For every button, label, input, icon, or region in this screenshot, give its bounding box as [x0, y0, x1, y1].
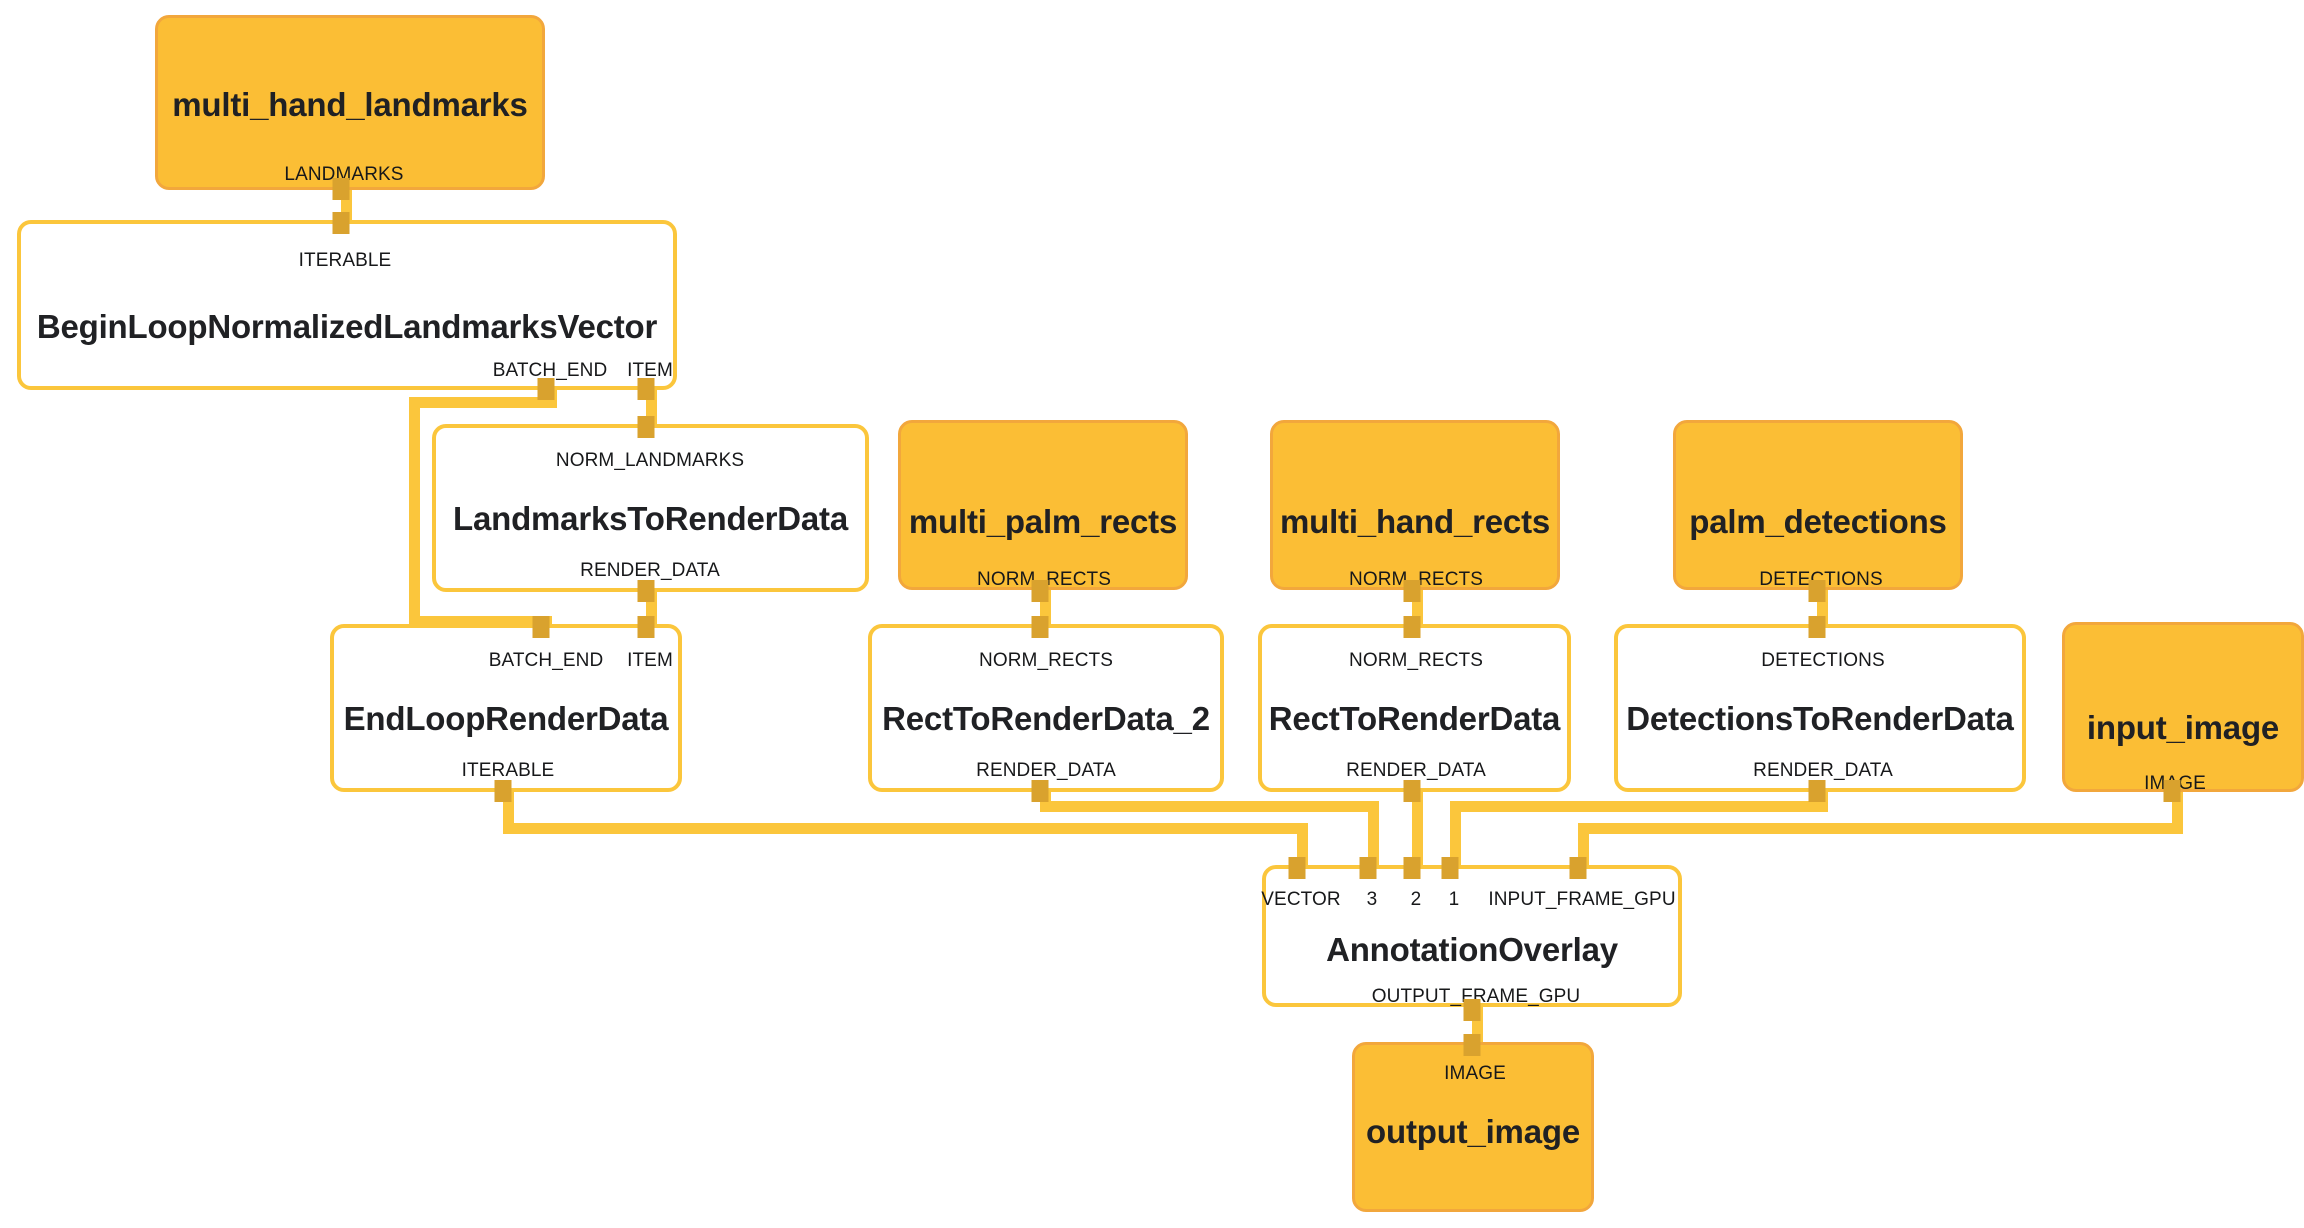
node-title: AnnotationOverlay [1326, 931, 1618, 968]
port-label-detections-in: DETECTIONS [1761, 650, 1885, 671]
port-label-1-in: 1 [1448, 889, 1460, 910]
node-title: multi_hand_rects [1279, 503, 1551, 540]
port-label-detections-out: DETECTIONS [1759, 569, 1882, 591]
edge-dtrd-v2 [1450, 801, 1461, 865]
node-rect-to-render-data[interactable]: NORM_RECTS RectToRenderData RENDER_DATA [1258, 624, 1571, 792]
edge-dtrd-h1 [1450, 801, 1828, 812]
edge-renderdata-to-item [646, 588, 657, 640]
port-nub-iterable-in[interactable] [332, 212, 350, 234]
port-nub-2-in[interactable] [1403, 857, 1421, 879]
node-multi-hand-rects[interactable]: multi_hand_rects NORM_RECTS [1270, 420, 1560, 590]
port-label-3-in: 3 [1366, 889, 1378, 910]
port-nub-rtrd2-render-data-out[interactable] [1031, 780, 1049, 802]
node-title: RectToRenderData [1268, 700, 1561, 737]
port-label-render-data-out: RENDER_DATA [976, 760, 1116, 781]
edge-outputframe-to-image [1472, 1004, 1483, 1046]
node-landmarks-to-render-data[interactable]: NORM_LANDMARKS LandmarksToRenderData REN… [432, 424, 869, 592]
node-output-image[interactable]: IMAGE output_image [1352, 1042, 1594, 1212]
edge-iterable-v1 [503, 788, 514, 834]
port-label-output-frame-gpu-out: OUTPUT_FRAME_GPU [1371, 986, 1581, 1007]
port-nub-endloop-batch-end-in[interactable] [532, 616, 550, 638]
port-nub-item-out[interactable] [637, 378, 655, 400]
port-nub-rtrd2-norm-rects-in[interactable] [1031, 616, 1049, 638]
port-label-norm-landmarks-in: NORM_LANDMARKS [555, 450, 745, 471]
edge-rtrd-v1 [1412, 788, 1423, 865]
node-multi-palm-rects[interactable]: multi_palm_rects NORM_RECTS [898, 420, 1188, 590]
port-label-norm-rects-in: NORM_RECTS [978, 650, 1114, 671]
node-input-image[interactable]: input_image IMAGE [2062, 622, 2304, 794]
node-rect-to-render-data-2[interactable]: NORM_RECTS RectToRenderData_2 RENDER_DAT… [868, 624, 1224, 792]
port-label-input-frame-gpu-in: INPUT_FRAME_GPU [1488, 889, 1676, 910]
node-title: LandmarksToRenderData [453, 500, 848, 537]
port-nub-endloop-item-in[interactable] [637, 616, 655, 638]
port-nub-palm-detections-out[interactable] [1808, 580, 1826, 602]
edge-rtrd2-h1 [1040, 801, 1379, 812]
node-begin-loop-normalized-landmarks-vector[interactable]: ITERABLE BeginLoopNormalizedLandmarksVec… [17, 220, 677, 390]
port-label-iterable-out: ITERABLE [461, 760, 555, 781]
port-label-item-in: ITEM [627, 650, 673, 671]
edge-inputimage-h1 [1578, 823, 2183, 834]
node-title: RectToRenderData_2 [882, 700, 1210, 737]
port-nub-output-image-in[interactable] [1463, 1034, 1481, 1056]
port-label-render-data-out: RENDER_DATA [1753, 760, 1893, 781]
port-nub-3-in[interactable] [1359, 857, 1377, 879]
port-nub-landmarks-out[interactable] [332, 178, 350, 200]
port-nub-norm-landmarks-in[interactable] [637, 416, 655, 438]
port-nub-rtrd-norm-rects-in[interactable] [1403, 616, 1421, 638]
port-nub-batch-end-out[interactable] [537, 378, 555, 400]
port-label-norm-rects-in: NORM_RECTS [1348, 650, 1484, 671]
port-label-item-out: ITEM [627, 360, 673, 381]
port-label-landmarks: LANDMARKS [284, 164, 404, 185]
port-label-vector-in: VECTOR [1261, 889, 1341, 910]
port-label-batch-end-in: BATCH_END [488, 650, 604, 671]
edge-iterable-h1 [503, 823, 1307, 834]
node-title: output_image [1366, 1113, 1580, 1150]
port-nub-landmarks-render-data-out[interactable] [637, 580, 655, 602]
port-label-render-data-out: RENDER_DATA [1346, 760, 1486, 781]
port-label-norm-rects-out: NORM_RECTS [977, 569, 1111, 591]
edge-iterable-v2 [1297, 823, 1308, 865]
port-nub-1-in[interactable] [1441, 857, 1459, 879]
edge-batchend-h2 [409, 616, 552, 627]
edge-rtrd2-v2 [1368, 801, 1379, 865]
node-detections-to-render-data[interactable]: DETECTIONS DetectionsToRenderData RENDER… [1614, 624, 2026, 792]
edge-palmrects-to-normrects [1040, 588, 1051, 640]
edge-landmarks-to-iterable [341, 186, 352, 228]
node-palm-detections[interactable]: palm_detections DETECTIONS [1673, 420, 1963, 590]
port-nub-input-frame-gpu-in[interactable] [1569, 857, 1587, 879]
port-nub-palm-rects-out[interactable] [1031, 580, 1049, 602]
port-nub-endloop-iterable-out[interactable] [494, 780, 512, 802]
port-label-render-data-out: RENDER_DATA [580, 560, 720, 581]
port-label-norm-rects-out: NORM_RECTS [1349, 569, 1483, 591]
edge-inputimage-v1 [2172, 788, 2183, 834]
edge-batchend-h1 [409, 397, 557, 408]
node-annotation-overlay[interactable]: VECTOR 3 2 1 INPUT_FRAME_GPU AnnotationO… [1261, 865, 1682, 1007]
port-nub-vector-in[interactable] [1288, 857, 1306, 879]
node-title: input_image [2086, 709, 2280, 746]
port-nub-dtrd-detections-in[interactable] [1808, 616, 1826, 638]
node-title: DetectionsToRenderData [1626, 700, 2014, 737]
edge-detections-to-detections [1817, 588, 1828, 640]
port-nub-input-image-out[interactable] [2163, 780, 2181, 802]
port-label-2-in: 2 [1410, 889, 1422, 910]
node-title: palm_detections [1689, 503, 1947, 540]
node-end-loop-render-data[interactable]: BATCH_END ITEM EndLoopRenderData ITERABL… [330, 624, 682, 792]
node-title: multi_palm_rects [908, 503, 1178, 540]
port-label-iterable-in: ITERABLE [298, 250, 392, 271]
edge-inputimage-v2 [1578, 823, 1589, 865]
node-title: BeginLoopNormalizedLandmarksVector [36, 308, 658, 345]
port-nub-output-frame-gpu-out[interactable] [1463, 999, 1481, 1021]
port-nub-hand-rects-out[interactable] [1403, 580, 1421, 602]
node-multi-hand-landmarks[interactable]: multi_hand_landmarks LANDMARKS [155, 15, 545, 190]
edge-batchend-v2 [409, 397, 420, 627]
port-label-batch-end-out: BATCH_END [492, 360, 608, 381]
node-title: multi_hand_landmarks [172, 86, 528, 123]
port-label-image-in: IMAGE [1444, 1063, 1506, 1084]
port-nub-dtrd-render-data-out[interactable] [1808, 780, 1826, 802]
edge-handrects-to-normrects [1412, 588, 1423, 640]
node-title: EndLoopRenderData [343, 700, 669, 737]
edge-item-to-normlandmarks [646, 386, 657, 432]
port-nub-rtrd-render-data-out[interactable] [1403, 780, 1421, 802]
